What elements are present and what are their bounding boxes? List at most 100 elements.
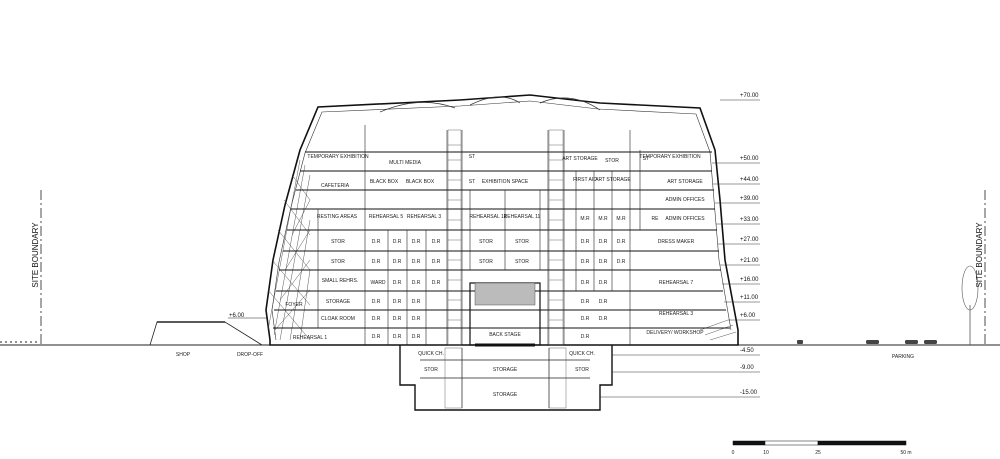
room-dr-16e: D.R (599, 280, 608, 286)
level-marker-lines (600, 99, 760, 398)
room-delivery-workshop: DELIVERY/ WORKSHOP (646, 330, 704, 336)
level-11: +11.00 (740, 295, 759, 301)
room-dr-16a: D.R (393, 280, 402, 286)
level-27: +27.00 (740, 237, 759, 243)
room-temporary-exhibition-left: TEMPORARY EXHIBITION (307, 154, 369, 160)
level-21: +21.00 (740, 258, 759, 264)
room-dr-11e: D.R (599, 299, 608, 305)
room-stor-b1-right: STOR (575, 367, 589, 373)
room-dr-21b: D.R (393, 259, 402, 265)
room-rehearsal-5: REHEARSAL 5 (369, 214, 403, 220)
right-facade-lines (699, 319, 737, 341)
room-dr-0d: D.R (581, 334, 590, 340)
room-exhibition-space: EXHIBITION SPACE (482, 179, 529, 185)
room-dr-6a: D.R (372, 316, 381, 322)
room-first-aid: FIRST AID (573, 177, 597, 183)
building-outer-shell (265, 94, 739, 346)
room-rehearsal-11: REHEARSAL 11 (504, 214, 541, 220)
room-dr-27e: D.R (581, 239, 590, 245)
room-dr-21d: D.R (432, 259, 441, 265)
room-dr-11c: D.R (412, 299, 421, 305)
room-dr-27g: D.R (617, 239, 626, 245)
scale-tick-0: 0 (732, 450, 735, 456)
room-stor-27: STOR (331, 239, 345, 245)
level-minus-4-5: -4.50 (740, 348, 754, 354)
level-50: +50.00 (740, 156, 759, 162)
shop-canopy (149, 317, 268, 346)
room-dress-maker: DRESS MAKER (658, 239, 695, 245)
room-stor-21-mid: STOR (479, 259, 493, 265)
room-dr-11d: D.R (581, 299, 590, 305)
room-dr-6c: D.R (412, 316, 421, 322)
room-dr-6b: D.R (393, 316, 402, 322)
room-art-storage-top: ART STORAGE (562, 156, 598, 162)
stage-fly-tower (469, 282, 541, 347)
room-st-44: ST (469, 179, 475, 185)
parked-cars (797, 340, 937, 344)
room-st-top-left: ST (469, 154, 475, 160)
scale-tick-50: 50 m (900, 450, 911, 456)
room-dr-0a: D.R (372, 334, 381, 340)
room-stor-top: STOR (605, 158, 619, 164)
room-dr-27b: D.R (393, 239, 402, 245)
scale-bar (732, 440, 907, 446)
left-level-label: +6.00 (229, 313, 245, 319)
level-39: +39.00 (740, 196, 759, 202)
room-rehearsal-3: REHEARSAL 3 (407, 214, 441, 220)
room-dr-11b: D.R (393, 299, 402, 305)
room-dr-6e: D.R (599, 316, 608, 322)
room-mr-3: M.R (616, 216, 626, 222)
level-44: +44.00 (740, 177, 759, 183)
scale-tick-10: 10 (763, 450, 769, 456)
room-dr-0b: D.R (393, 334, 402, 340)
room-art-storage-44b: ART STORAGE (667, 179, 703, 185)
room-storage-11: STORAGE (326, 299, 351, 305)
room-mr-1: M.R (580, 216, 590, 222)
room-foyer: FOYER (285, 302, 303, 308)
room-dr-27d: D.R (432, 239, 441, 245)
site-boundary-label-left: SITE BOUNDARY (31, 222, 40, 288)
room-dr-6d: D.R (581, 316, 590, 322)
room-dr-11a: D.R (372, 299, 381, 305)
room-rehearsal-1: REHEARSAL 1 (293, 335, 327, 341)
dropoff-label: DROP-OFF (237, 352, 263, 358)
level-16: +16.00 (740, 277, 759, 283)
level-33: +33.00 (740, 217, 759, 223)
room-dr-21g: D.R (617, 259, 626, 265)
room-mr-2: M.R (598, 216, 608, 222)
level-70: +70.00 (740, 93, 759, 99)
room-dr-21f: D.R (599, 259, 608, 265)
room-stor-21-mid2: STOR (515, 259, 529, 265)
room-small-rehearsal: SMALL REHRS. (322, 278, 359, 284)
scale-tick-25: 25 (815, 450, 821, 456)
room-stor-27-mid2: STOR (515, 239, 529, 245)
tree-illustration (961, 265, 979, 345)
room-resting-areas: RESTING AREAS (317, 214, 358, 220)
room-dr-21a: D.R (372, 259, 381, 265)
room-dr-27f: D.R (599, 239, 608, 245)
room-stor-21: STOR (331, 259, 345, 265)
room-admin-offices-39: ADMIN OFFICES (665, 197, 705, 203)
room-back-stage: BACK STAGE (489, 332, 521, 338)
shop-label: SHOP (176, 352, 191, 358)
roof-arches (379, 96, 601, 113)
core-stairs (447, 129, 564, 346)
site-boundary-label-right: SITE BOUNDARY (975, 222, 984, 288)
room-dr-16d: D.R (581, 280, 590, 286)
level-minus-15: -15.00 (740, 390, 758, 396)
room-ward: WARD (370, 280, 385, 286)
room-re: RE (652, 216, 660, 222)
room-cafeteria: CAFETERIA (321, 183, 350, 189)
level-6: +6.00 (740, 313, 756, 319)
room-art-storage-44: ART STORAGE (595, 177, 631, 183)
vertical-walls (317, 125, 641, 345)
room-dr-27a: D.R (372, 239, 381, 245)
room-cloak-room: CLOAK ROOM (321, 316, 355, 322)
room-dr-21c: D.R (412, 259, 421, 265)
room-storage-b2: STORAGE (493, 392, 518, 398)
room-multi-media: MULTI MEDIA (389, 160, 422, 166)
room-admin-offices-33: ADMIN OFFICES (665, 216, 705, 222)
room-rehearsal-7: REHEARSAL 7 (659, 280, 693, 286)
room-dr-16b: D.R (412, 280, 421, 286)
